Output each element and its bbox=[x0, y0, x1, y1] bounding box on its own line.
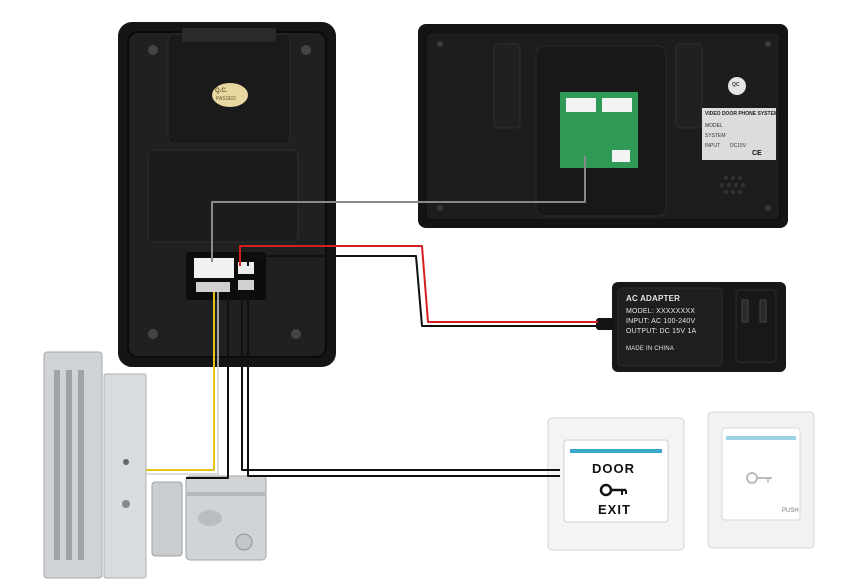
wire-red-power bbox=[239, 245, 598, 323]
wires bbox=[146, 156, 598, 479]
plug-prong-icon bbox=[741, 299, 749, 323]
wire-black-exit-2 bbox=[247, 292, 560, 477]
qc-sticker-text-2: PASSED bbox=[216, 96, 236, 102]
adapter-line1: MODEL: XXXXXXXX bbox=[626, 308, 696, 315]
monitor-qc-text: QC bbox=[732, 82, 740, 88]
monitor-label-input: INPUT bbox=[705, 143, 720, 149]
speaker-grill-icon bbox=[720, 176, 745, 194]
screw-icon bbox=[301, 45, 311, 55]
key-icon bbox=[599, 483, 627, 497]
key-cylinder-icon bbox=[235, 533, 253, 551]
magnetic-lock bbox=[43, 351, 147, 579]
electric-rim-lock bbox=[151, 475, 267, 561]
adapter-line3: OUTPUT: DC 15V 1A bbox=[626, 328, 697, 335]
push-exit-button bbox=[707, 411, 815, 549]
exit-button-door-label: DOOR bbox=[592, 461, 635, 476]
wire-grey-monitor bbox=[211, 156, 586, 262]
wire-white-lock bbox=[146, 292, 219, 475]
monitor-label-marks: CE bbox=[752, 150, 762, 157]
screw-icon bbox=[148, 329, 158, 339]
qc-sticker-text: Q.C. bbox=[215, 88, 228, 94]
wire-black-exit-1 bbox=[241, 292, 560, 471]
qc-sticker bbox=[212, 83, 248, 107]
monitor-label-model: MODEL bbox=[705, 123, 723, 129]
ac-adapter bbox=[596, 282, 786, 372]
qc-badge bbox=[728, 77, 746, 95]
wire-black-power bbox=[247, 255, 598, 327]
outdoor-unit bbox=[118, 22, 336, 367]
connector-block-left bbox=[194, 258, 234, 278]
monitor-label-system: SYSTEM bbox=[705, 133, 726, 139]
monitor-label-title: VIDEO DOOR PHONE SYSTEM bbox=[705, 111, 779, 117]
indoor-monitor bbox=[418, 24, 788, 228]
connector-block-right bbox=[238, 262, 254, 274]
screw-icon bbox=[291, 329, 301, 339]
door-exit-button bbox=[547, 417, 685, 551]
key-icon bbox=[746, 472, 772, 484]
exit-button-exit-label: EXIT bbox=[598, 502, 631, 517]
plug-prong-icon bbox=[759, 299, 767, 323]
adapter-title: AC ADAPTER bbox=[626, 294, 681, 303]
push-button-label: PUSH bbox=[782, 508, 799, 514]
monitor-label-plate bbox=[702, 108, 776, 160]
adapter-line4: MADE IN CHINA bbox=[626, 346, 674, 352]
screw-icon bbox=[148, 45, 158, 55]
wire-yellow-lock bbox=[146, 292, 215, 471]
monitor-label-input-value: DC15V bbox=[730, 143, 747, 149]
adapter-line2: INPUT: AC 100-240V bbox=[626, 318, 696, 325]
wire-black-lock bbox=[186, 292, 229, 479]
